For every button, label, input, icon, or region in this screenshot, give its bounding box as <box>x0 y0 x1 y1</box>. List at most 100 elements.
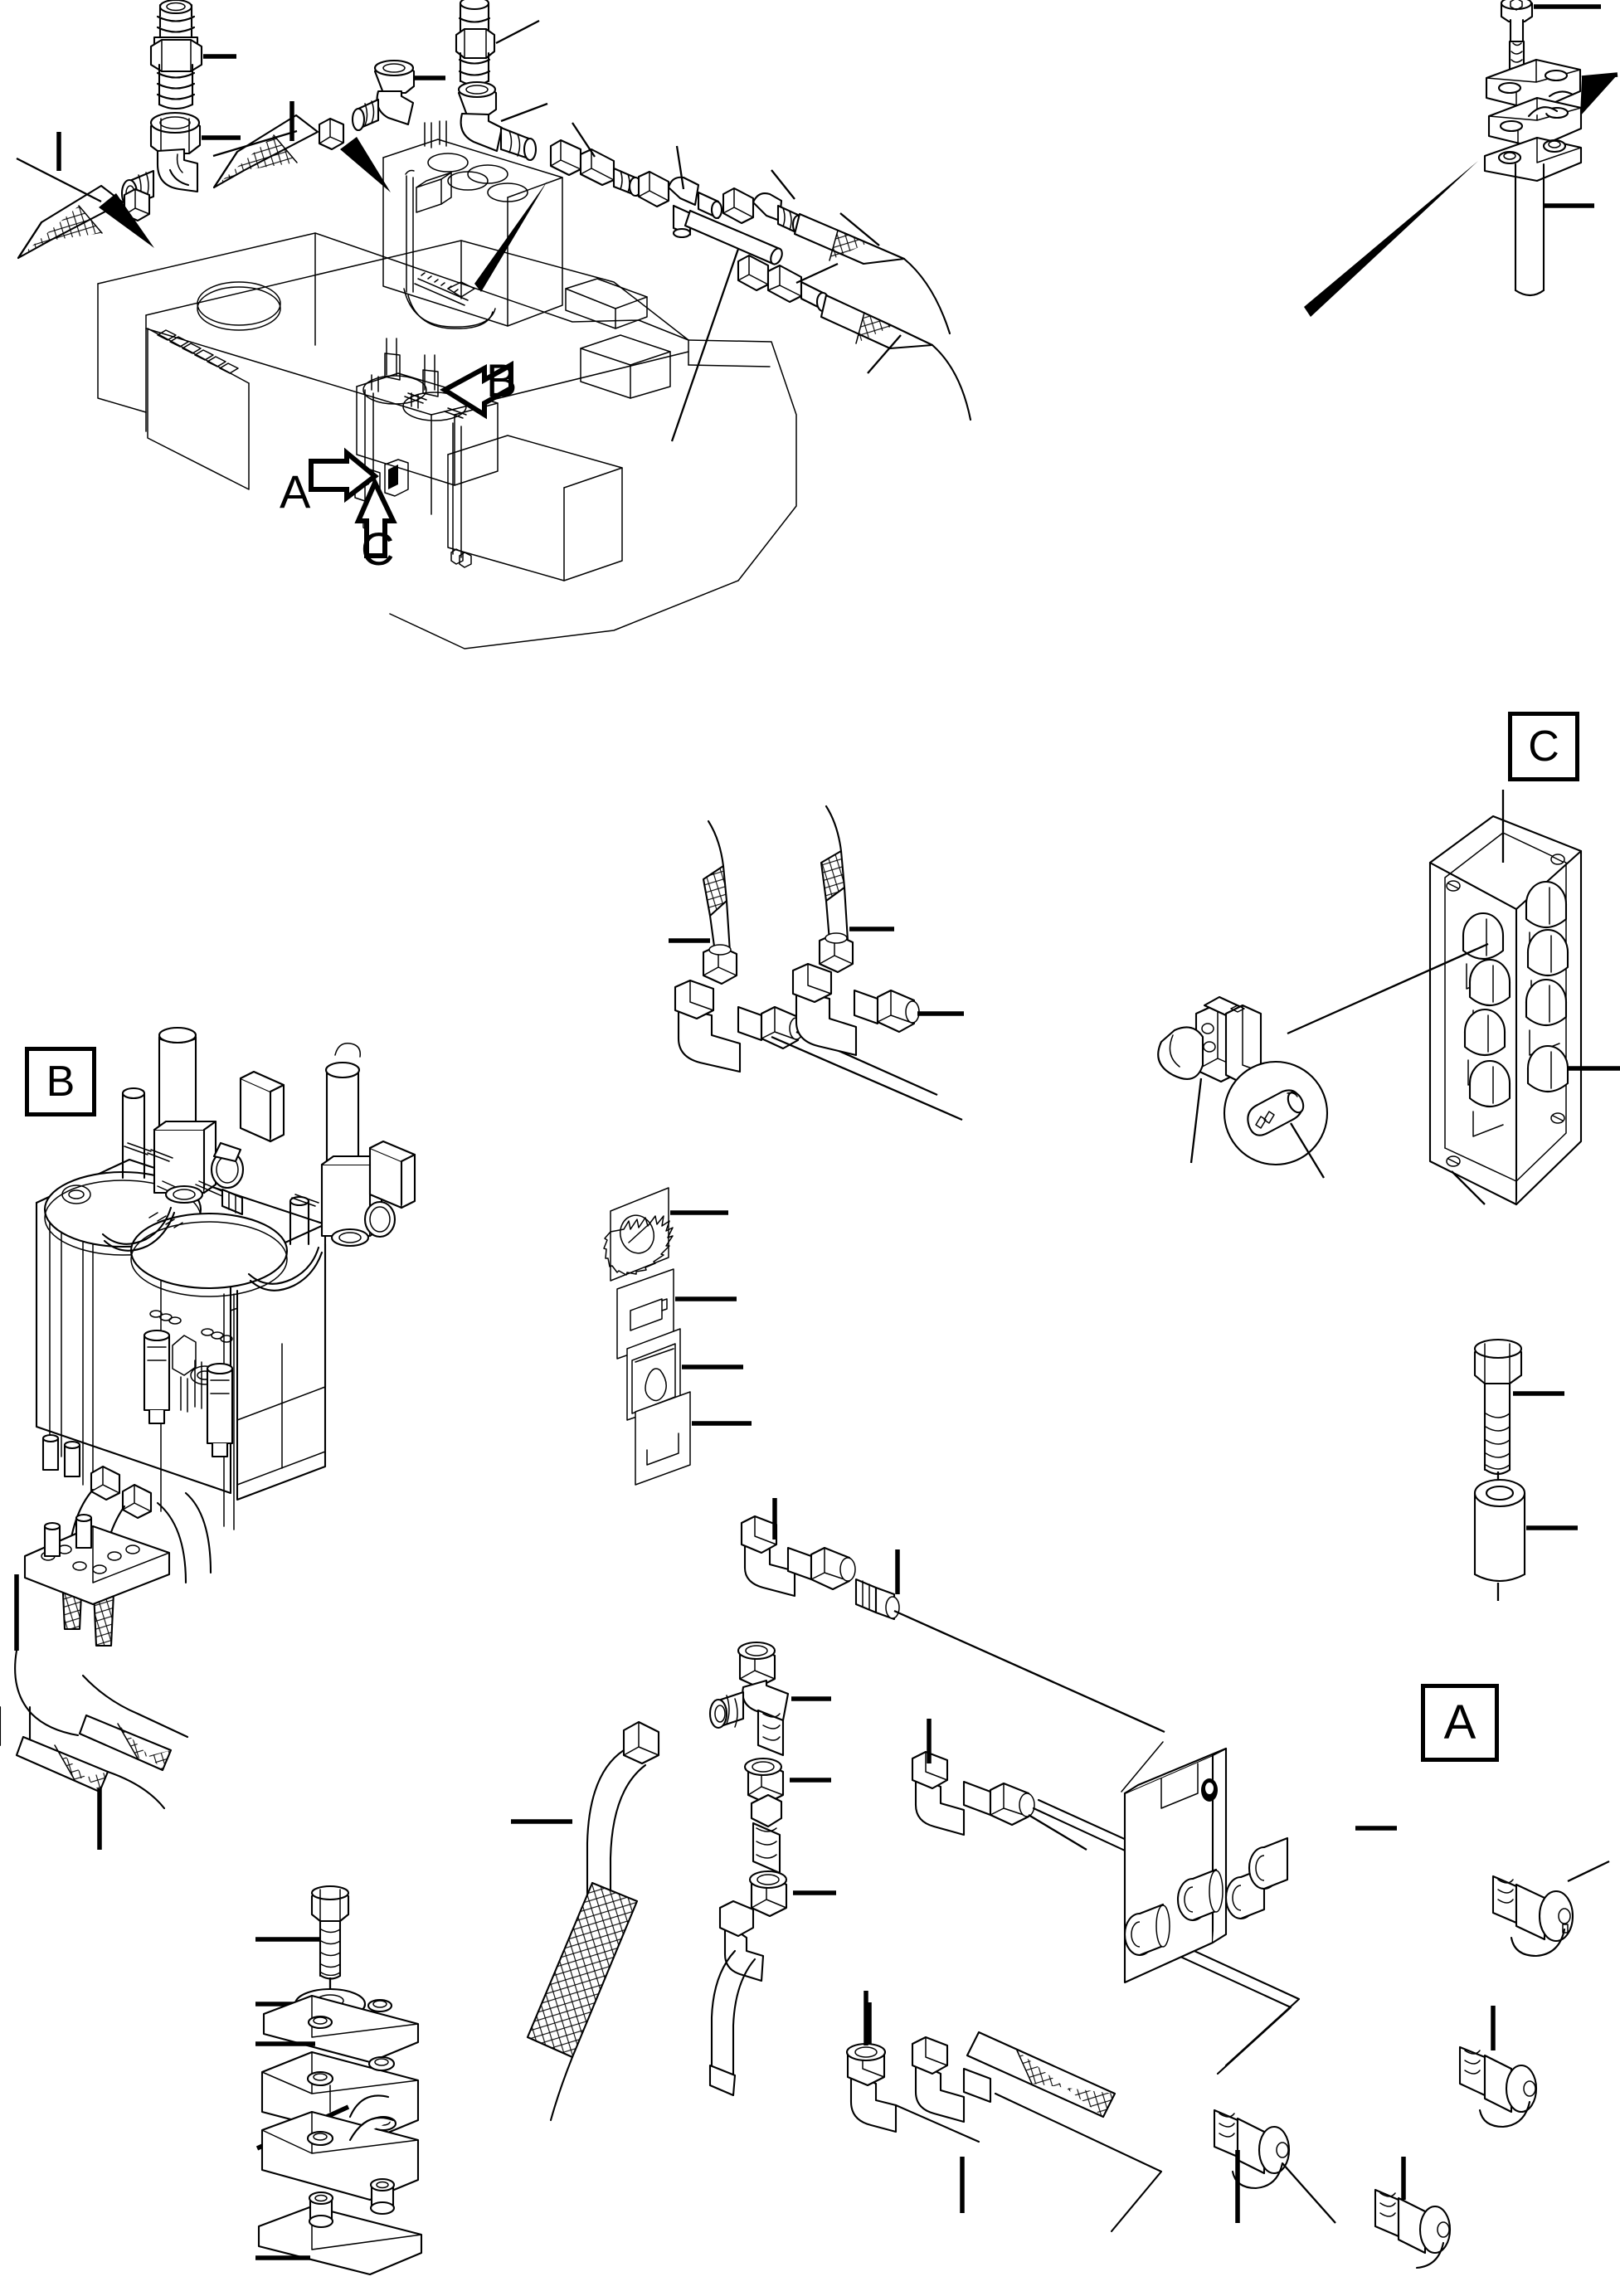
bracket-symbol-plate <box>635 1391 691 1486</box>
solid-pointer <box>99 193 154 248</box>
detail-c-control-box <box>1157 790 1620 1206</box>
assembly-manifold-line-upper-right <box>455 0 972 442</box>
filter-bowl-left <box>143 1329 171 1425</box>
gear-icon <box>603 1214 674 1276</box>
pipe-segment-right <box>684 209 783 265</box>
callout-arrow-b <box>440 360 513 420</box>
outlet-union-left <box>90 1465 121 1501</box>
union-stack-lower <box>743 1757 785 1875</box>
pump-mount-plate-right <box>129 1212 289 1290</box>
quick-coupler-c <box>1213 2109 1291 2190</box>
leader-line <box>1028 1814 1087 1851</box>
spacer-sleeve-right <box>1473 1478 1526 1601</box>
leader-line <box>1287 942 1489 1035</box>
plates-group <box>603 1187 752 1486</box>
union-pair-right <box>737 254 830 313</box>
solid-pointer <box>1580 75 1618 116</box>
union-riser-right <box>818 932 854 974</box>
leader-line <box>771 169 795 200</box>
elbow-fitting-upper-left <box>120 111 202 208</box>
solid-pointer <box>340 137 391 192</box>
coupler-socket-1 <box>1176 1868 1224 1922</box>
leader-line <box>1290 1122 1325 1179</box>
elbow-fitting-right-end <box>722 187 805 236</box>
callout-letter-a: A <box>280 465 311 518</box>
leader-line <box>500 102 548 123</box>
union-riser-left <box>702 944 738 985</box>
mounting-plate-detail-b <box>23 1513 171 1606</box>
leader-line <box>16 157 102 203</box>
hex-head-bolt-right <box>1473 1338 1523 1485</box>
oil-drop-icon <box>645 1368 667 1402</box>
pump-barrel-right <box>289 1043 383 1248</box>
detail-label-a: A <box>1421 1684 1499 1762</box>
solid-pointer <box>1304 161 1478 317</box>
fuel-filler-cap <box>197 281 281 326</box>
callout-arrow-a <box>309 447 379 503</box>
leader-line <box>670 248 740 442</box>
union-nut-lower-centre <box>737 1641 776 1689</box>
callout-letter-b: B <box>486 354 518 406</box>
switch-body-detail-c <box>1157 995 1262 1085</box>
elbow-fitting-upper-right <box>457 80 538 162</box>
elbow-fitting-upper-mid <box>351 59 416 132</box>
elbow-lower-centre-top <box>740 1515 856 1598</box>
braided-hose-lower-centre <box>526 1881 639 2122</box>
leader-line <box>495 19 540 45</box>
tee-fitting-upper-right <box>637 170 723 239</box>
panel-plate-a <box>580 348 631 399</box>
straight-connector-lower-centre <box>854 1578 900 1621</box>
assembly-bolt-spacer-right <box>1473 1338 1578 1601</box>
leader-line <box>839 212 880 246</box>
leader-line <box>1567 1860 1610 1883</box>
distributor-column <box>382 120 563 329</box>
leader-line <box>893 1609 1165 1734</box>
detail-label-b: B <box>25 1047 96 1116</box>
pump-gauge-right <box>363 1200 396 1238</box>
detail-a-bracket-plate <box>1121 1741 1289 1984</box>
machine-upper-structure <box>97 120 797 649</box>
lower-elbow-valve <box>708 1900 765 2097</box>
lower-right-coupler-runs <box>845 1719 1610 2269</box>
clamp-base-plate-bottom-left <box>257 2177 423 2276</box>
straight-connector-upper-right <box>549 139 643 197</box>
braided-hose-upper-left <box>17 184 124 260</box>
hex-head-bolt-bottom-left <box>310 1885 350 1996</box>
elbow-riser-right <box>791 962 920 1057</box>
quick-coupler-b <box>1458 2045 1538 2128</box>
union-nut-upper-mid <box>318 117 345 151</box>
nipple-upper-right <box>455 0 496 86</box>
lamp-bulb-detail <box>1223 1060 1329 1166</box>
elbow-lr-b <box>911 2036 1163 2233</box>
solid-pointer <box>474 181 547 292</box>
leader-line <box>867 334 902 374</box>
quick-coupler-a <box>1491 1875 1574 1958</box>
end-nut-lower <box>748 1870 788 1918</box>
assembly-clamp-top-right <box>1304 0 1618 317</box>
detail-label-c: C <box>1508 712 1579 781</box>
braided-hose-lower-right <box>966 2031 1116 2118</box>
tee-fitting-lower-centre <box>708 1679 790 1757</box>
indicator-device <box>384 459 409 497</box>
filter-bowl-right <box>206 1362 234 1458</box>
coupler-socket-2 <box>1123 1903 1170 1957</box>
assembly-hose-elbow-upper-mid <box>212 59 445 192</box>
quick-coupler-d <box>1374 2188 1452 2269</box>
assembly-clamp-bottom-left <box>255 1885 423 2276</box>
leader-line <box>795 262 839 285</box>
leader-line <box>572 122 596 158</box>
hose-out-left-b <box>0 1649 166 1810</box>
braided-hose-risers <box>669 805 964 1121</box>
leader-line <box>1189 1077 1203 1164</box>
callout-letter-c: C <box>361 523 395 575</box>
riser-hose-left <box>702 820 732 954</box>
leader-line <box>675 145 685 190</box>
coupler-socket-4 <box>1248 1836 1289 1890</box>
hose-out-left-b2 <box>78 1674 189 1772</box>
clamp-half-lower-bottom-left <box>260 2110 420 2201</box>
outlet-union-right <box>121 1483 153 1520</box>
assembly-hose-elbow-upper-left <box>16 0 241 260</box>
clamp-half-lower-top-right <box>1487 96 1583 149</box>
gear-symbol-plate <box>603 1187 674 1282</box>
